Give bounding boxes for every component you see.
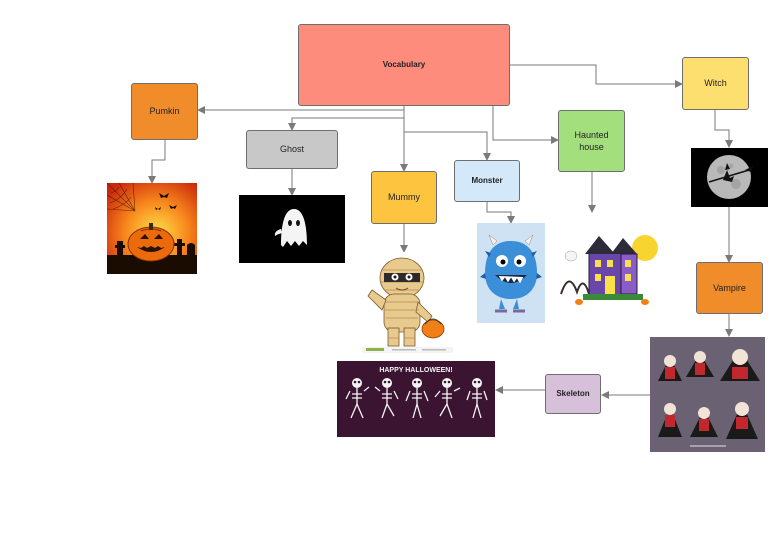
skeleton-image: HAPPY HALLOWEEN! <box>337 361 495 437</box>
skeleton-node[interactable]: Skeleton <box>545 374 601 414</box>
connector-pumkin-image <box>148 140 166 184</box>
witch-node[interactable]: Witch <box>682 57 749 110</box>
mummy-node[interactable]: Mummy <box>371 171 437 224</box>
connector-witch-image <box>714 110 733 148</box>
connector-monster-image <box>486 202 515 224</box>
vampire-node[interactable]: Vampire <box>696 262 763 314</box>
monster-image <box>477 223 545 323</box>
pumpkin-image <box>107 183 197 274</box>
pumkin-node[interactable]: Pumkin <box>131 83 198 140</box>
ghost-node[interactable]: Ghost <box>246 130 338 169</box>
mummy-image <box>362 252 453 353</box>
haunted-house-image <box>559 230 662 310</box>
connector-vocabulary-haunted-house <box>492 106 559 144</box>
skeleton-banner-text: HAPPY HALLOWEEN! <box>379 367 452 374</box>
connector-vocabulary-pumkin <box>197 106 405 114</box>
ghost-image <box>239 195 345 263</box>
haunted-house-node[interactable]: Haunted house <box>558 110 625 172</box>
connector-vocabulary-witch <box>510 64 683 88</box>
witch-image <box>691 148 768 207</box>
vampire-image <box>650 337 765 452</box>
vocabulary-node[interactable]: Vocabulary <box>298 24 510 106</box>
connector-vocabulary-monster <box>403 106 491 161</box>
monster-node[interactable]: Monster <box>454 160 520 202</box>
